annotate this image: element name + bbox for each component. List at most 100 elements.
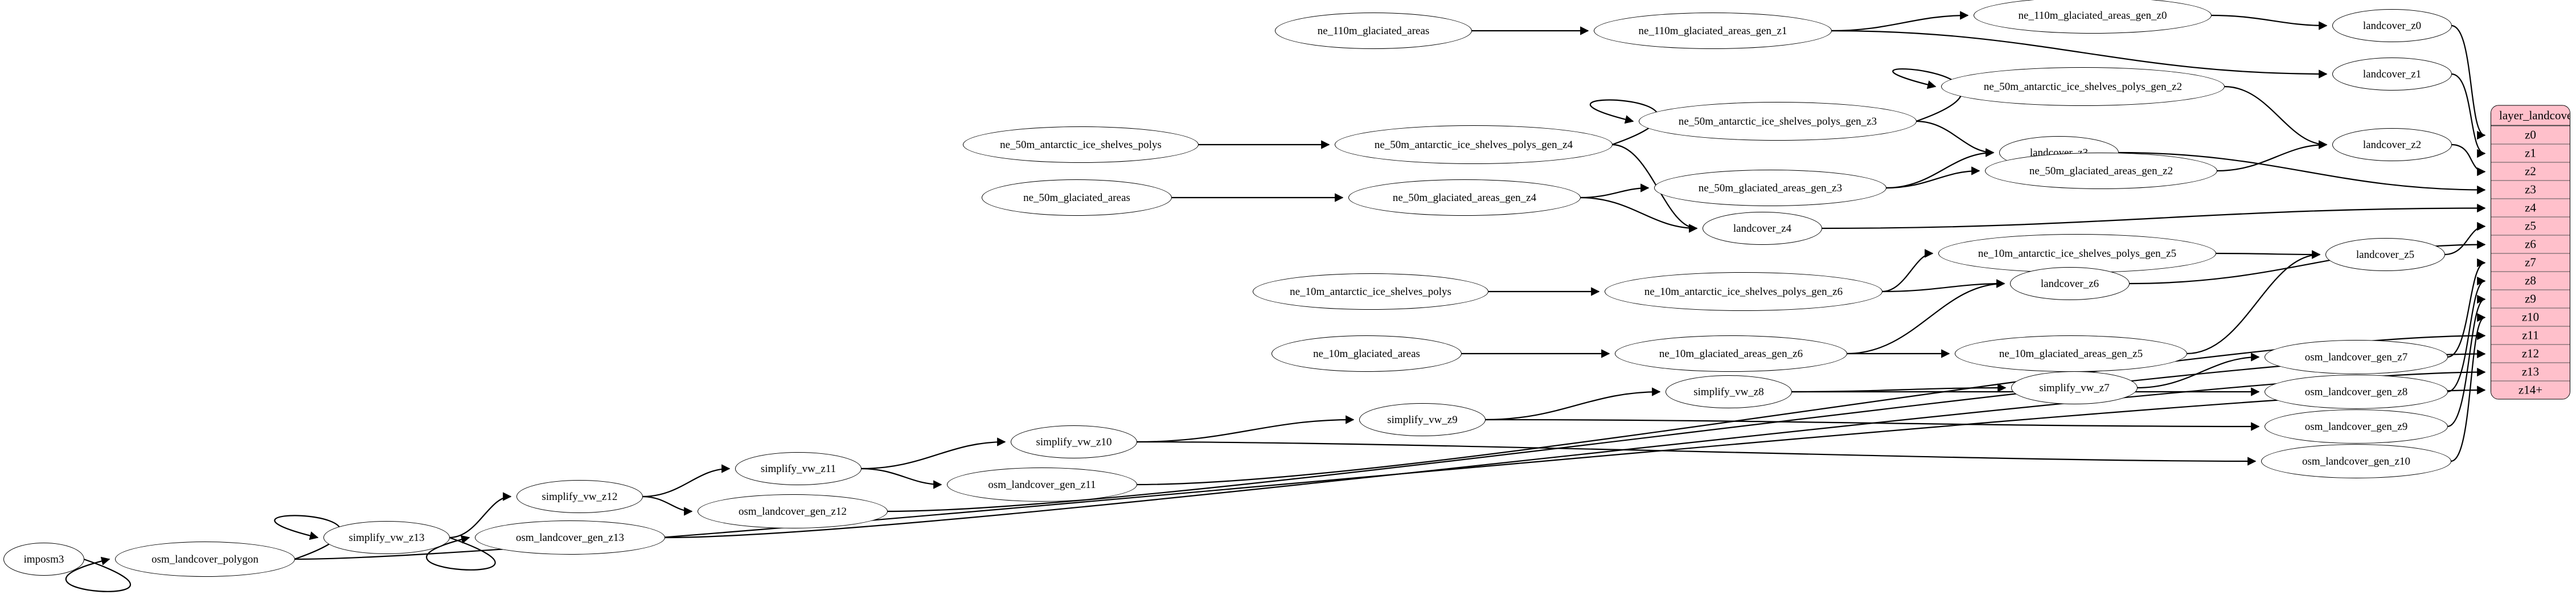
layer-table-row-z10[interactable]: z10 [2491, 308, 2570, 327]
graph-node-simplify-vw-z12[interactable]: simplify_vw_z12 [516, 480, 643, 513]
graph-node-landcover-z0[interactable]: landcover_z0 [2332, 9, 2452, 42]
graph-node-landcover-z5[interactable]: landcover_z5 [2325, 238, 2445, 271]
graph-node-ne-10m-glaciated-areas[interactable]: ne_10m_glaciated_areas [1271, 335, 1462, 372]
graph-edge [1136, 441, 2257, 466]
graph-node-ne-50m-glaciated-areas-gen-z4[interactable]: ne_50m_glaciated_areas_gen_z4 [1348, 179, 1581, 216]
graph-edge [2216, 140, 2328, 172]
layer-table-row-z6[interactable]: z6 [2491, 235, 2570, 254]
graph-node-label: simplify_vw_z9 [1387, 413, 1458, 426]
graph-node-label: ne_110m_glaciated_areas [1317, 24, 1430, 37]
graph-edge [2450, 313, 2486, 462]
graph-edge [1885, 166, 1980, 189]
graph-node-ne-10m-glaciated-areas-gen-z6[interactable]: ne_10m_glaciated_areas_gen_z6 [1615, 335, 1847, 372]
graph-node-label: landcover_z1 [2362, 68, 2422, 80]
graph-node-osm-landcover-gen-z9[interactable]: osm_landcover_gen_z9 [2265, 409, 2448, 444]
graph-node-simplify-vw-z10[interactable]: simplify_vw_z10 [1011, 425, 1137, 458]
graph-node-label: landcover_z6 [2040, 277, 2099, 290]
layer-table-row-z12[interactable]: z12 [2491, 345, 2570, 363]
graph-edge [1484, 387, 1661, 421]
graph-edge [2186, 250, 2321, 355]
graph-node-label: osm_landcover_gen_z13 [516, 531, 624, 544]
graph-edge [1136, 415, 1355, 443]
graph-node-label: imposm3 [23, 553, 64, 565]
graph-node-ne-10m-glaciated-areas-gen-z5[interactable]: ne_10m_glaciated_areas_gen_z5 [1955, 335, 2187, 372]
graph-node-label: ne_10m_antarctic_ice_shelves_polys [1290, 285, 1451, 298]
graph-edge [1580, 183, 1650, 199]
graph-edge [2136, 352, 2260, 389]
graph-node-ne-110m-glaciated-areas[interactable]: ne_110m_glaciated_areas [1275, 13, 1472, 49]
graph-node-ne-50m-glaciated-areas-gen-z3[interactable]: ne_50m_glaciated_areas_gen_z3 [1654, 170, 1886, 206]
graph-node-label: simplify_vw_z11 [760, 462, 836, 475]
graph-node-label: landcover_z4 [1733, 222, 1792, 235]
graph-node-ne-50m-antarctic-ice-shelves-polys-gen-z3[interactable]: ne_50m_antarctic_ice_shelves_polys_gen_z… [1639, 102, 1917, 141]
graph-node-landcover-z6[interactable]: landcover_z6 [2010, 267, 2130, 300]
graph-node-label: ne_50m_glaciated_areas_gen_z3 [1698, 182, 1843, 194]
graph-node-imposm3[interactable]: imposm3 [3, 543, 84, 576]
graph-node-osm-landcover-polygon[interactable]: osm_landcover_polygon [115, 542, 295, 577]
graph-node-simplify-vw-z13[interactable]: simplify_vw_z13 [323, 521, 450, 554]
layer-table-row-z14plus[interactable]: z14+ [2491, 381, 2570, 399]
layer-table-row-z4[interactable]: z4 [2491, 199, 2570, 218]
graph-edge [2447, 258, 2486, 358]
graph-node-osm-landcover-gen-z13[interactable]: osm_landcover_gen_z13 [475, 520, 665, 555]
graph-node-ne-10m-antarctic-ice-shelves-polys-gen-z5[interactable]: ne_10m_antarctic_ice_shelves_polys_gen_z… [1938, 234, 2216, 273]
graph-edge [1885, 148, 1995, 189]
graph-node-label: ne_50m_glaciated_areas_gen_z2 [2029, 165, 2173, 177]
graph-node-simplify-vw-z11[interactable]: simplify_vw_z11 [735, 452, 862, 485]
graph-edge [2451, 73, 2486, 158]
graph-node-label: ne_10m_glaciated_areas_gen_z6 [1659, 347, 1803, 360]
graph-edge [1881, 279, 2005, 293]
graph-node-label: ne_50m_antarctic_ice_shelves_polys_gen_z… [1983, 80, 2183, 93]
graph-node-label: ne_50m_glaciated_areas_gen_z4 [1392, 191, 1537, 204]
graph-node-ne-10m-antarctic-ice-shelves-polys[interactable]: ne_10m_antarctic_ice_shelves_polys [1253, 273, 1488, 310]
graph-node-ne-10m-antarctic-ice-shelves-polys-gen-z6[interactable]: ne_10m_antarctic_ice_shelves_polys_gen_z… [1605, 272, 1882, 311]
graph-node-label: simplify_vw_z7 [2039, 382, 2110, 394]
graph-edge [1846, 279, 2005, 355]
graph-edge [2451, 143, 2486, 177]
graph-node-label: simplify_vw_z12 [542, 490, 618, 503]
graph-edge [642, 464, 731, 498]
graph-node-ne-110m-glaciated-areas-gen-z1[interactable]: ne_110m_glaciated_areas_gen_z1 [1594, 13, 1832, 49]
graph-node-label: simplify_vw_z10 [1036, 436, 1112, 448]
graph-edge [1915, 120, 1995, 157]
graph-edge [1580, 196, 1698, 233]
layer-table-row-z9[interactable]: z9 [2491, 290, 2570, 309]
graph-edge [2210, 14, 2328, 30]
layer-table-row-z5[interactable]: z5 [2491, 217, 2570, 236]
layer-table-row-z3[interactable]: z3 [2491, 181, 2570, 199]
graph-node-ne-50m-antarctic-ice-shelves-polys-gen-z2[interactable]: ne_50m_antarctic_ice_shelves_polys_gen_z… [1941, 67, 2225, 106]
graph-edge [642, 495, 693, 516]
graph-node-label: osm_landcover_polygon [151, 553, 259, 565]
graph-node-label: osm_landcover_gen_z8 [2304, 386, 2408, 398]
graph-node-simplify-vw-z9[interactable]: simplify_vw_z9 [1359, 403, 1486, 436]
graph-node-landcover-z2[interactable]: landcover_z2 [2332, 128, 2452, 161]
graph-node-simplify-vw-z7[interactable]: simplify_vw_z7 [2011, 371, 2138, 404]
graph-node-osm-landcover-gen-z7[interactable]: osm_landcover_gen_z7 [2265, 340, 2448, 374]
layer-table-row-z13[interactable]: z13 [2491, 363, 2570, 382]
graph-edge [2118, 151, 2486, 195]
layer-table-row-z8[interactable]: z8 [2491, 272, 2570, 290]
graph-node-label: simplify_vw_z13 [348, 531, 425, 544]
graph-node-osm-landcover-gen-z12[interactable]: osm_landcover_gen_z12 [698, 494, 888, 528]
graph-node-label: osm_landcover_gen_z10 [2302, 455, 2410, 468]
graph-node-osm-landcover-gen-z11[interactable]: osm_landcover_gen_z11 [947, 468, 1137, 502]
layer-table-row-z1[interactable]: z1 [2491, 144, 2570, 163]
graph-node-landcover-z4[interactable]: landcover_z4 [1703, 212, 1822, 245]
layer-table-row-z2[interactable]: z2 [2491, 162, 2570, 181]
graph-node-simplify-vw-z8[interactable]: simplify_vw_z8 [1666, 375, 1792, 408]
graph-node-ne-50m-antarctic-ice-shelves-polys[interactable]: ne_50m_antarctic_ice_shelves_polys [963, 126, 1199, 163]
layer-table-row-z11[interactable]: z11 [2491, 326, 2570, 345]
layer-table-row-z7[interactable]: z7 [2491, 253, 2570, 272]
graph-node-osm-landcover-gen-z10[interactable]: osm_landcover_gen_z10 [2261, 444, 2451, 478]
graph-edge [2215, 250, 2321, 259]
graph-node-ne-110m-glaciated-areas-gen-z0[interactable]: ne_110m_glaciated_areas_gen_z0 [1974, 0, 2212, 34]
graph-node-label: ne_50m_glaciated_areas [1023, 191, 1130, 204]
graph-node-osm-landcover-gen-z8[interactable]: osm_landcover_gen_z8 [2265, 375, 2448, 409]
graph-node-ne-50m-glaciated-areas-gen-z2[interactable]: ne_50m_glaciated_areas_gen_z2 [1985, 153, 2217, 189]
graph-node-ne-50m-glaciated-areas[interactable]: ne_50m_glaciated_areas [982, 179, 1172, 216]
graph-node-landcover-z1[interactable]: landcover_z1 [2332, 58, 2452, 91]
layer-table-row-z0[interactable]: z0 [2491, 126, 2570, 145]
graph-node-ne-50m-antarctic-ice-shelves-polys-gen-z4[interactable]: ne_50m_antarctic_ice_shelves_polys_gen_z… [1335, 125, 1613, 164]
